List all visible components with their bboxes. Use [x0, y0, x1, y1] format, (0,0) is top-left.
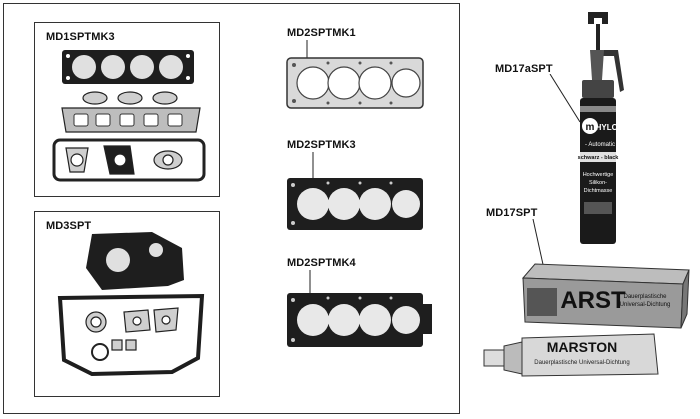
marston-box-brand: ARST	[560, 287, 626, 314]
md2sptmk4-gasket	[286, 292, 434, 348]
md17aspt-leader	[549, 74, 581, 123]
md17aspt-label: MD17aSPT	[495, 63, 553, 75]
hylosil-brand: HYLOSIL	[596, 123, 631, 132]
md1sptmk3-box	[34, 22, 220, 197]
hylosil-line4: Silikon-	[589, 180, 607, 186]
marston-tube: MARSTON Dauerplastische Universal-Dichtu…	[482, 328, 662, 380]
hylosil-line2: schwarz - black	[578, 155, 620, 161]
md2sptmk3-gasket	[286, 177, 424, 231]
main-frame	[3, 3, 460, 414]
marston-box-line2: Universal-Dichtung	[620, 302, 671, 308]
md2sptmk1-label: MD2SPTMK1	[287, 27, 356, 39]
md3spt-label: MD3SPT	[46, 220, 92, 232]
md3spt-gasket-set	[52, 228, 218, 394]
md1sptmk3-label: MD1SPTMK3	[46, 31, 115, 43]
hylosil-line3: Hochwertige	[583, 172, 614, 178]
marston-tube-line1: Dauerplastische Universal-Dichtung	[534, 360, 629, 366]
md17spt-leader	[532, 219, 545, 270]
marston-box-line1: Dauerplastische	[623, 294, 667, 300]
md2sptmk1-gasket	[286, 57, 424, 109]
marston-box: ARST Dauerplastische Universal-Dichtung	[521, 262, 691, 332]
hylosil-line5: Dichtmasse	[584, 188, 613, 194]
hylosil-line1: - Automatic	[585, 142, 615, 148]
marston-tube-brand: MARSTON	[547, 339, 618, 355]
hylosil-cartridge: m HYLOSIL - Automatic schwarz - black Ho…	[566, 10, 632, 248]
md2sptmk3-leader	[312, 152, 314, 180]
md2sptmk3-label: MD2SPTMK3	[287, 139, 356, 151]
md17spt-label: MD17SPT	[486, 207, 538, 219]
svg-text:m: m	[586, 122, 595, 133]
md1sptmk3-gasket-set	[40, 48, 218, 193]
md2sptmk4-label: MD2SPTMK4	[287, 257, 356, 269]
md3spt-box	[34, 211, 220, 397]
